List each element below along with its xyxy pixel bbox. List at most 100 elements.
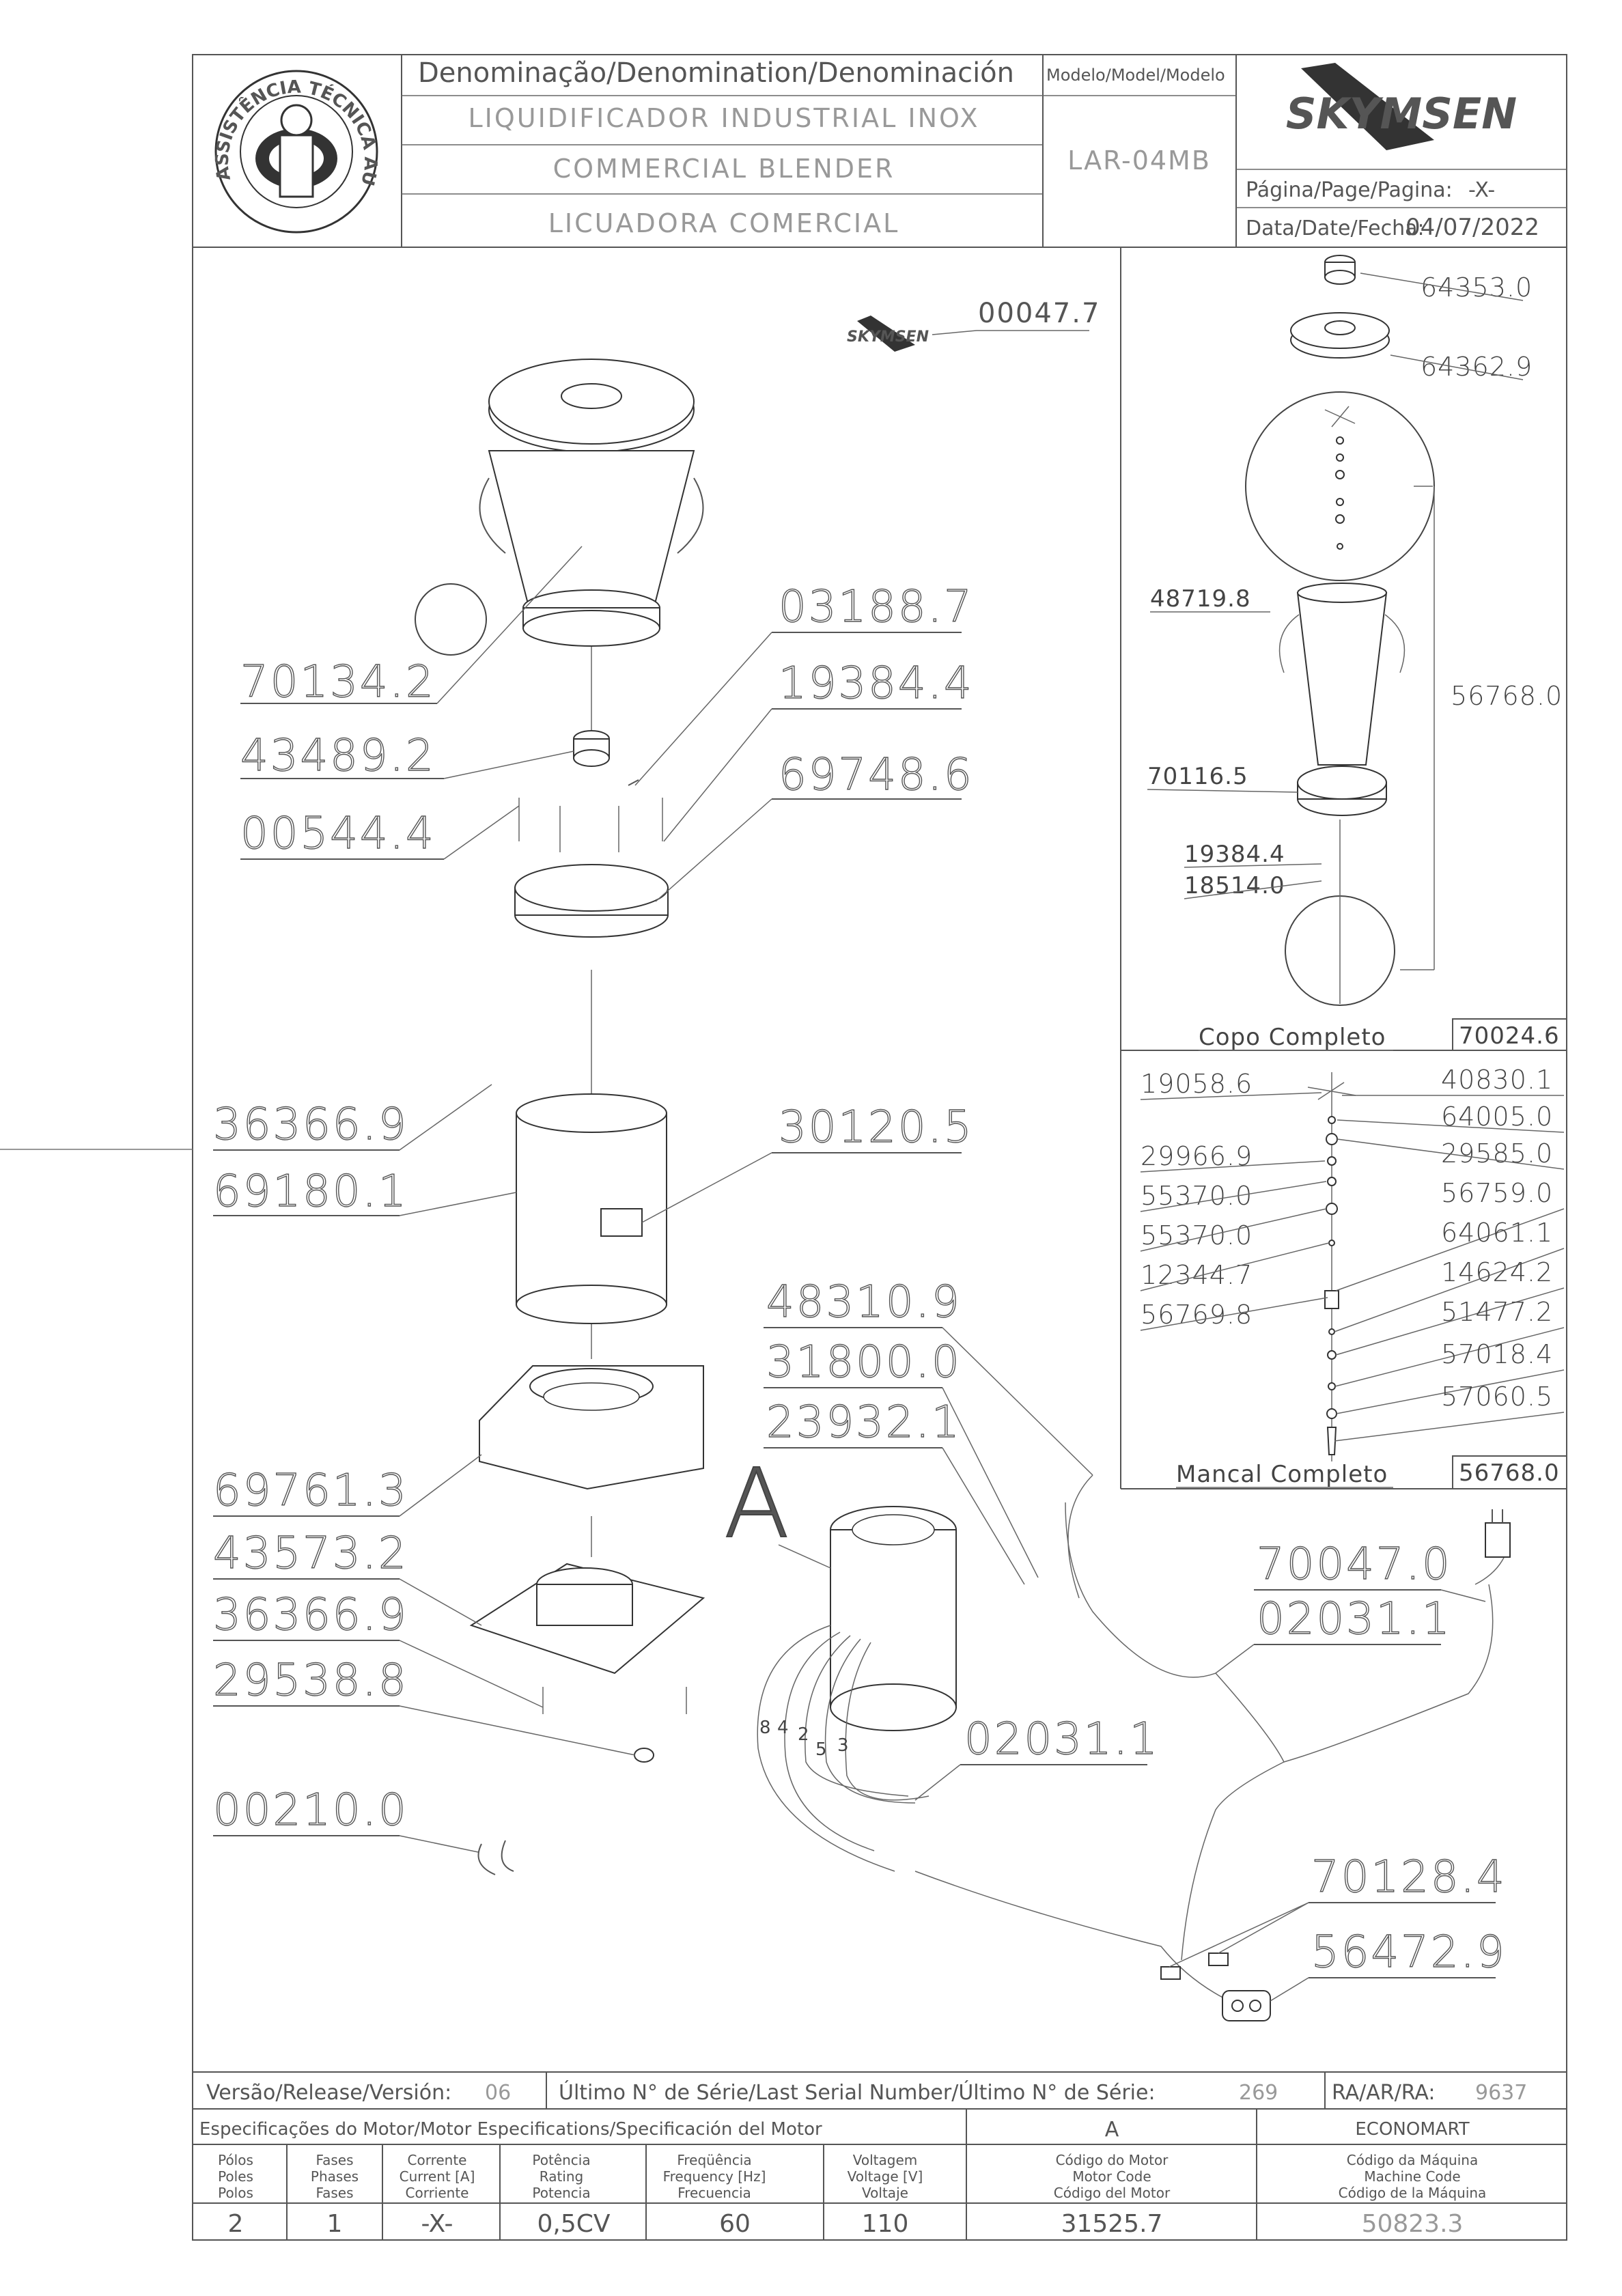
blade-stack [1324, 406, 1356, 550]
bearing-right-3: 56759.0 [1441, 1178, 1553, 1208]
part-00210: 00210.0 [213, 1785, 408, 1836]
blender-jar [479, 359, 704, 647]
denomination-label: Denominação/Denomination/Denominación [418, 57, 1014, 89]
bearing-right-7: 57018.4 [1441, 1339, 1553, 1369]
col-frequency-h1: Freqüência [677, 2152, 751, 2168]
col-motor-code-h3: Código del Motor [1054, 2185, 1171, 2201]
val-current: -X- [421, 2210, 453, 2238]
col-frequency-h2: Frequency [Hz] [663, 2168, 766, 2185]
part-48310: 48310.9 [766, 1277, 962, 1328]
col-voltage-h1: Voltagem [853, 2152, 918, 2168]
product-name-en: COMMERCIAL BLENDER [553, 154, 895, 184]
col-machine-code-h3: Código de la Máquina [1339, 2185, 1487, 2201]
base-plate [469, 1563, 705, 1763]
cup-complete-code: 70024.6 [1459, 1022, 1560, 1050]
coupling [573, 730, 610, 767]
col-motor-code-h1: Código do Motor [1056, 2152, 1169, 2168]
wire-number-2: 2 [798, 1724, 809, 1745]
bearing-right-4: 64061.1 [1441, 1218, 1553, 1248]
col-current-h3: Corriente [406, 2185, 469, 2201]
wire-number-3: 3 [837, 1735, 849, 1756]
part-70116: 70116.5 [1147, 763, 1248, 790]
part-64362: 64362.9 [1421, 352, 1533, 382]
plug [1485, 1509, 1511, 1558]
col-poles-h3: Polos [218, 2185, 253, 2201]
part-23932: 23932.1 [766, 1397, 962, 1448]
bearing-left-5: 56769.8 [1141, 1300, 1253, 1330]
main-exploded-view: SKYMSEN 00047.7 [212, 298, 1511, 2021]
part-36366-top: 36366.9 [213, 1100, 408, 1150]
bearing-right-2: 29585.0 [1441, 1138, 1553, 1168]
bearing-left-4: 12344.7 [1141, 1260, 1253, 1290]
val-motor-code: 31525.7 [1061, 2210, 1163, 2238]
part-19384: 19384.4 [779, 658, 974, 709]
cup-lid [1290, 312, 1390, 359]
blender-base [479, 1365, 704, 1490]
part-31800: 31800.0 [766, 1337, 962, 1388]
col-rating-h3: Potencia [532, 2185, 590, 2201]
bearing-complete-title: Mancal Completo [1176, 1461, 1388, 1488]
title-block-header: ASSISTÊNCIA TÉCNICA AUTORIZADA Denominaç… [0, 0, 1567, 248]
col-motor-code-h2: Motor Code [1072, 2168, 1151, 2185]
val-poles: 2 [228, 2210, 244, 2238]
val-phases: 1 [327, 2210, 343, 2238]
col-voltage-h2: Voltage [V] [848, 2168, 923, 2185]
date-label: Data/Date/Fecha: [1246, 216, 1425, 240]
small-logo-decal: SKYMSEN [847, 316, 929, 352]
motor-spec-label: Especificações do Motor/Motor Especifica… [199, 2119, 822, 2140]
part-00544: 00544.4 [240, 809, 436, 859]
part-48719: 48719.8 [1150, 585, 1251, 613]
col-frequency-h3: Frecuencia [677, 2185, 751, 2201]
motor-spec-ref: A [1105, 2118, 1119, 2142]
val-rating: 0,5CV [537, 2210, 610, 2238]
cup-base [1297, 766, 1387, 816]
col-machine-code-h2: Machine Code [1364, 2168, 1460, 2185]
model-label: Modelo/Model/Modelo [1046, 66, 1225, 85]
bearing-left-3: 55370.0 [1141, 1220, 1253, 1250]
part-56768-cup: 56768.0 [1451, 681, 1563, 711]
bearing-stack [1307, 1072, 1356, 1461]
page-value: -X- [1468, 178, 1495, 202]
part-43573: 43573.2 [213, 1528, 408, 1579]
bearing-right-5: 14624.2 [1441, 1257, 1553, 1287]
part-56472: 56472.9 [1311, 1927, 1507, 1978]
cup-complete-title: Copo Completo [1199, 1024, 1386, 1051]
part-69748: 69748.6 [779, 750, 974, 800]
val-voltage: 110 [862, 2210, 909, 2238]
model-value: LAR-04MB [1067, 145, 1211, 176]
cup-body [1278, 583, 1406, 766]
decal-brand: SKYMSEN [847, 328, 929, 346]
clip-part [477, 1840, 514, 1875]
detail-circle-top [1245, 391, 1435, 581]
skymsen-logo: SKYMSEN [1286, 63, 1517, 150]
footer-table: Versão/Release/Versión: 06 Último N° de … [193, 2071, 1567, 2240]
client-name: ECONOMART [1355, 2119, 1469, 2140]
col-rating-h2: Rating [540, 2168, 583, 2185]
serial-value: 269 [1239, 2081, 1278, 2105]
bearing-right-1: 64005.0 [1441, 1102, 1553, 1132]
col-current-h1: Corrente [408, 2152, 467, 2168]
part-19384-cup: 19384.4 [1184, 841, 1285, 868]
motor [830, 1506, 957, 1731]
col-current-h2: Current [A] [400, 2168, 475, 2185]
cup-assembly-panel: 64353.0 64362.9 48719.8 56768.0 70116.5 … [1120, 247, 1567, 1489]
part-30120: 30120.5 [779, 1102, 974, 1153]
col-machine-code-h1: Código da Máquina [1347, 2152, 1478, 2168]
wiring-harness [757, 1474, 1510, 2002]
sheet-border [192, 54, 1567, 2241]
part-43489: 43489.2 [240, 731, 436, 781]
col-rating-h1: Potência [532, 2152, 590, 2168]
col-phases-h1: Fases [316, 2152, 353, 2168]
part-70047: 70047.0 [1257, 1539, 1452, 1590]
part-64353: 64353.0 [1421, 272, 1533, 303]
ra-value: 9637 [1475, 2081, 1527, 2105]
switch-connector [1222, 1990, 1271, 2021]
motor-reference-letter: A [724, 1448, 789, 1560]
bearing-right-0: 40830.1 [1441, 1065, 1553, 1095]
ra-label: RA/AR/RA: [1332, 2081, 1435, 2105]
col-voltage-h3: Voltaje [862, 2185, 908, 2201]
val-machine-code: 50823.3 [1362, 2210, 1464, 2238]
motor-housing-cylinder [516, 1093, 667, 1324]
bearing-right-8: 57060.5 [1441, 1382, 1553, 1412]
